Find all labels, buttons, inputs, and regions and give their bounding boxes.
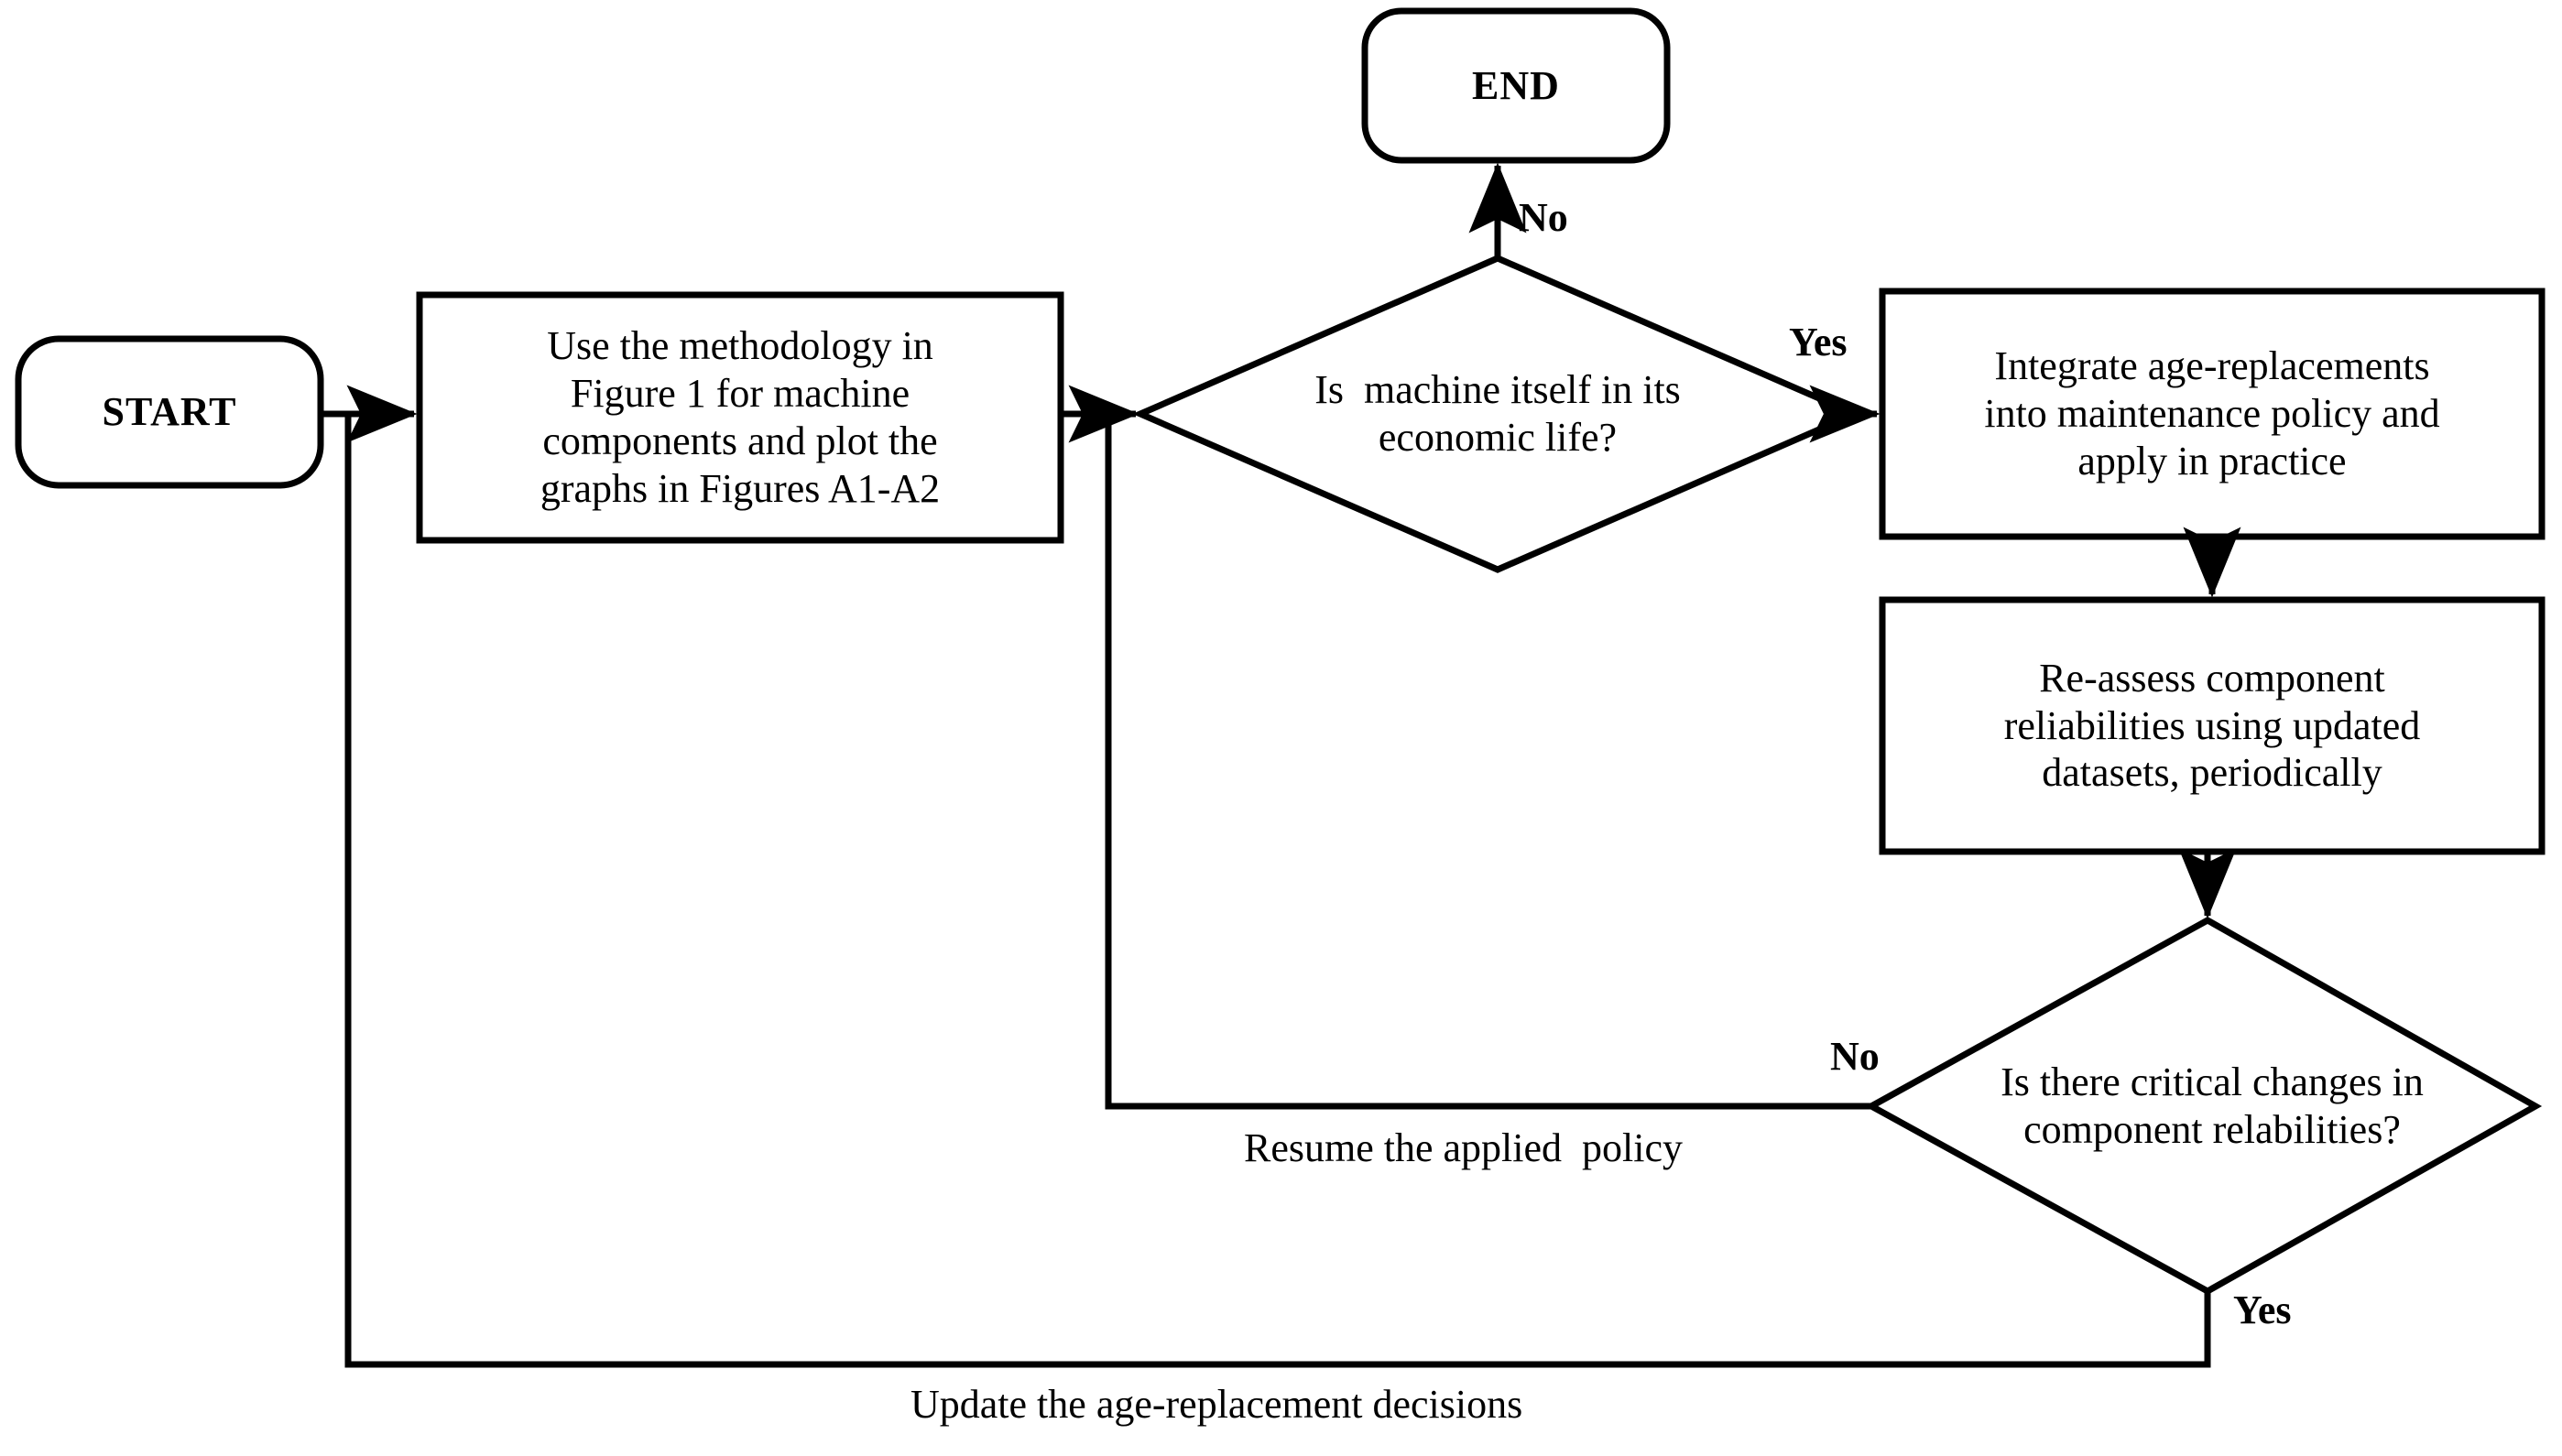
integrate-node-shape [1879, 288, 2546, 540]
reassess-node-label: Re-assess component reliabilities using … [2003, 655, 2421, 796]
edge-label-resume-policy: Resume the applied policy [1244, 1125, 1683, 1170]
end-node-label: END [1472, 62, 1560, 108]
edge-label-yes-to-integrate: Yes [1789, 320, 1848, 364]
critical-changes-decision-label: Is there critical changes in component r… [2001, 1059, 2424, 1152]
start-node-label: START [102, 389, 237, 435]
critical-changes-decision-shape [1864, 916, 2543, 1296]
economic-life-decision-label: Is machine itself in its economic life? [1314, 367, 1681, 460]
end-node-shape [1361, 7, 1671, 164]
edge-critical-no-resume-policy [1105, 414, 1871, 1110]
edge-label-yes-critical-changes: Yes [2233, 1288, 2292, 1332]
edge-label-update-decisions: Update the age-replacement decisions [910, 1382, 1523, 1427]
edge-label-no-to-end: No [1519, 195, 1568, 240]
integrate-node-label: Integrate age-replacements into maintena… [1984, 343, 2440, 484]
methodology-node-label: Use the methodology in Figure 1 for mach… [540, 323, 941, 511]
edge-label-no-critical-changes: No [1830, 1034, 1880, 1079]
edge-critical-yes-update-decisions [344, 414, 2211, 1368]
methodology-node-shape [416, 291, 1064, 544]
